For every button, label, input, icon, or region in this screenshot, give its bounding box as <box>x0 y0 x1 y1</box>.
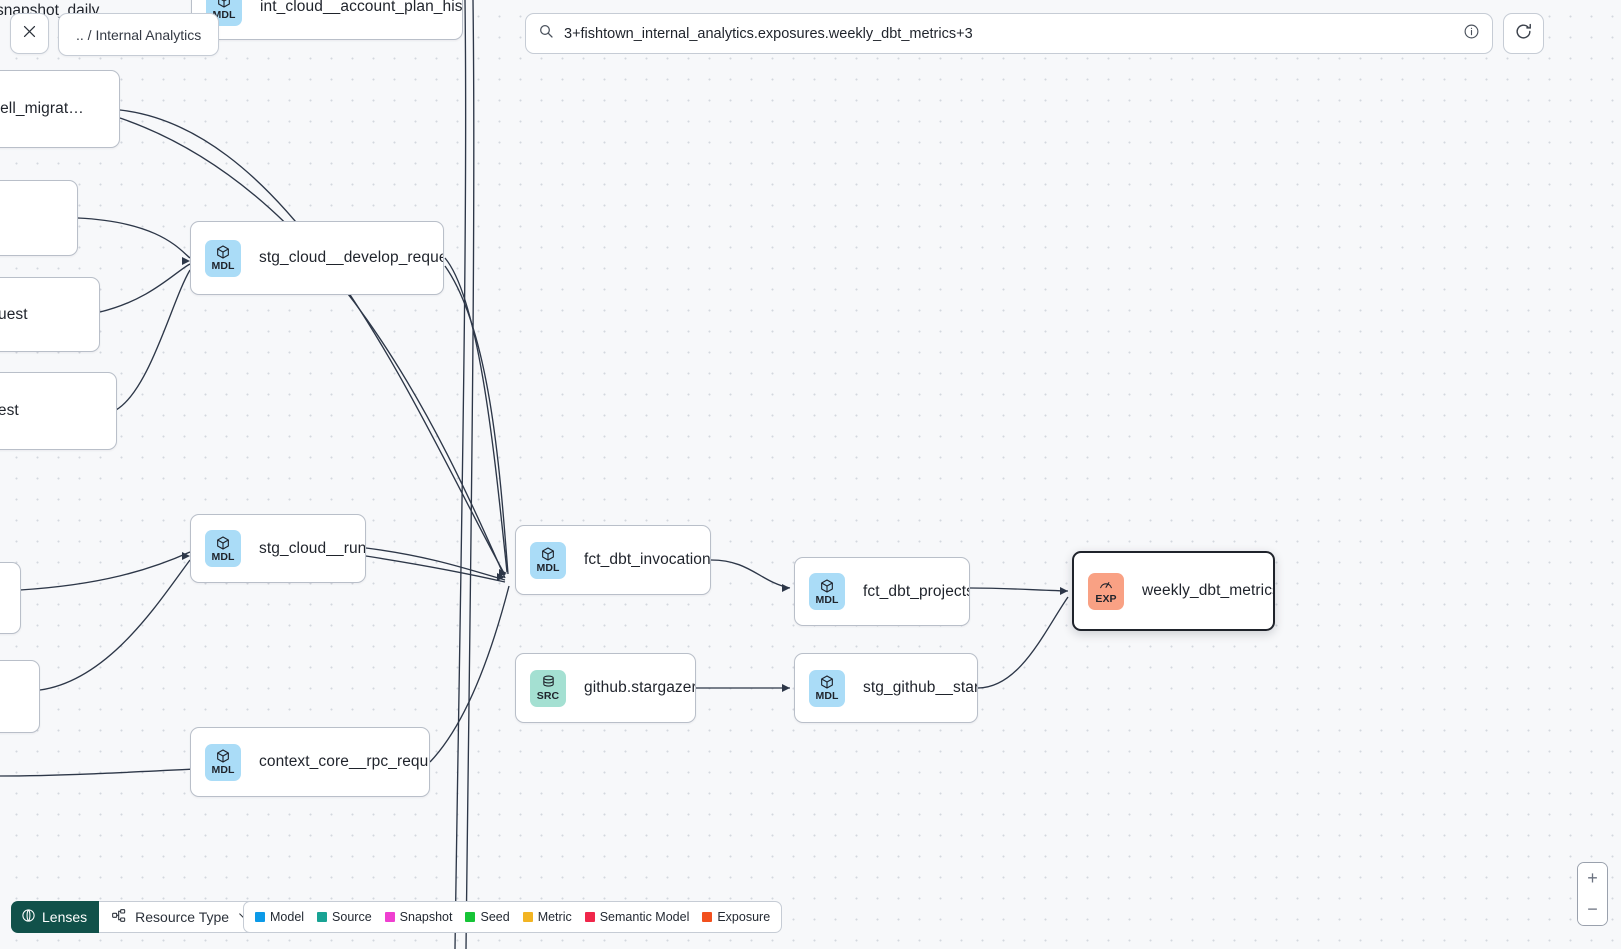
badge-label: MDL <box>815 593 839 606</box>
node-fct-dbt-invocations[interactable]: MDL fct_dbt_invocations <box>515 525 711 595</box>
node-label: weekly_dbt_metrics <box>1142 582 1275 599</box>
node-github-stargazers[interactable]: SRC github.stargazers <box>515 653 696 723</box>
info-icon[interactable] <box>1463 23 1480 45</box>
node-label: stg_github__stars <box>863 679 978 696</box>
badge-mdl: MDL <box>205 239 241 277</box>
badge-label: EXP <box>1095 593 1117 605</box>
legend-label: Seed <box>480 910 510 924</box>
legend-item-semantic-model: Semantic Model <box>584 910 690 924</box>
legend-swatch <box>465 912 476 922</box>
node-label: context_core__rpc_request <box>259 753 429 770</box>
zoom-out-button[interactable]: − <box>1578 894 1607 925</box>
node-partial-run[interactable]: MDL .run <box>0 660 40 733</box>
resource-type-label: Resource Type <box>135 909 230 925</box>
zoom-in-button[interactable]: + <box>1578 863 1607 894</box>
badge-label: SRC <box>536 690 560 702</box>
legend-swatch <box>384 912 395 922</box>
legend-label: Metric <box>537 910 572 924</box>
legend-item-metric: Metric <box>522 910 572 924</box>
node-label: fct_dbt_invocations <box>584 551 711 568</box>
badge-mdl: MDL <box>205 530 241 567</box>
breadcrumb-label: .. / Internal Analytics <box>76 26 202 43</box>
refresh-button[interactable] <box>1503 13 1544 54</box>
badge-mdl: MDL <box>530 541 566 579</box>
lenses-label: Lenses <box>42 909 88 925</box>
cube-icon <box>819 578 835 594</box>
badge-src: SRC <box>530 669 566 707</box>
node-context-core-rpc-request[interactable]: MDL context_core__rpc_request <box>190 727 430 797</box>
node-label: stg_cloud__develop_requests <box>259 249 443 266</box>
legend-item-source: Source <box>317 910 372 924</box>
zoom-controls: + − <box>1577 862 1608 926</box>
badge-exp: EXP <box>1088 572 1124 610</box>
badge-mdl: MDL <box>205 743 241 781</box>
node-velop-request[interactable]: MDL velop_request <box>0 277 100 352</box>
node-label: _develop_request <box>0 402 19 419</box>
node-label: velop_request <box>0 305 28 323</box>
lenses-button[interactable]: Lenses <box>11 901 100 933</box>
badge-label: MDL <box>815 690 839 702</box>
breadcrumb[interactable]: .. / Internal Analytics <box>58 13 220 56</box>
cube-icon <box>215 244 231 260</box>
close-icon <box>21 23 38 45</box>
node-label: github.stargazers <box>584 679 696 696</box>
node-multicell-migrate[interactable]: MDL multicell_migrat… <box>0 70 120 148</box>
resource-type-dropdown[interactable]: Resource Type <box>99 901 264 933</box>
node-p-request[interactable]: MDL p_request <box>0 180 78 256</box>
legend-item-seed: Seed <box>465 910 510 924</box>
legend-item-exposure: Exposure <box>702 910 770 924</box>
legend-item-model: Model <box>255 910 304 924</box>
legend-label: Semantic Model <box>599 910 690 924</box>
cube-icon <box>216 0 232 9</box>
legend-label: Model <box>270 910 305 924</box>
node-weekly-dbt-metrics[interactable]: EXP weekly_dbt_metrics <box>1072 551 1275 631</box>
resource-type-icon <box>111 908 127 927</box>
node-fct-dbt-projects[interactable]: MDL fct_dbt_projects <box>794 557 970 626</box>
legend-label: Exposure <box>717 910 771 924</box>
badge-label: MDL <box>211 260 235 272</box>
node-label: fct_dbt_projects <box>863 582 970 600</box>
node-develop-request[interactable]: MDL _develop_request <box>0 372 117 450</box>
legend-item-snapshot: Snapshot <box>384 910 453 924</box>
badge-label: MDL <box>536 562 560 574</box>
legend-label: Snapshot <box>399 910 453 924</box>
legend-swatch <box>702 912 713 922</box>
legend-swatch <box>317 912 328 922</box>
cube-icon <box>215 748 231 764</box>
badge-label: MDL <box>211 764 235 776</box>
node-stg-cloud-runs[interactable]: MDL stg_cloud__runs <box>190 514 366 583</box>
search-icon <box>538 23 554 44</box>
node-label: stg_cloud__runs <box>259 539 366 557</box>
database-icon <box>541 674 556 690</box>
node-label: multicell_migrat… <box>0 100 84 117</box>
node-stg-github-stars[interactable]: MDL stg_github__stars <box>794 653 978 723</box>
badge-mdl: MDL <box>809 573 845 610</box>
cube-icon <box>540 546 556 562</box>
resource-type-legend: Model Source Snapshot Seed Metric Semant… <box>243 901 783 933</box>
lens-icon <box>21 908 36 926</box>
badge-label: MDL <box>211 550 235 563</box>
node-partial-n[interactable]: MDL n <box>0 562 21 634</box>
refresh-icon <box>1514 22 1533 46</box>
cube-icon <box>215 535 231 551</box>
legend-swatch <box>522 912 533 922</box>
search-input[interactable]: 3+fishtown_internal_analytics.exposures.… <box>564 25 973 42</box>
close-button[interactable] <box>10 13 49 54</box>
badge-mdl: MDL <box>809 669 845 707</box>
legend-label: Source <box>332 910 372 924</box>
bottom-toolbar: Lenses Resource Type <box>11 901 264 933</box>
node-int-cloud-account-plan-history[interactable]: MDL int_cloud__account_plan_history <box>191 0 463 40</box>
search-bar[interactable]: 3+fishtown_internal_analytics.exposures.… <box>525 13 1493 54</box>
legend-swatch <box>584 912 595 922</box>
node-label: int_cloud__account_plan_history <box>260 0 463 15</box>
node-stg-cloud-develop-requests[interactable]: MDL stg_cloud__develop_requests <box>190 221 444 295</box>
legend-swatch <box>255 912 265 922</box>
cube-icon <box>819 674 835 690</box>
gauge-icon <box>1098 577 1114 593</box>
